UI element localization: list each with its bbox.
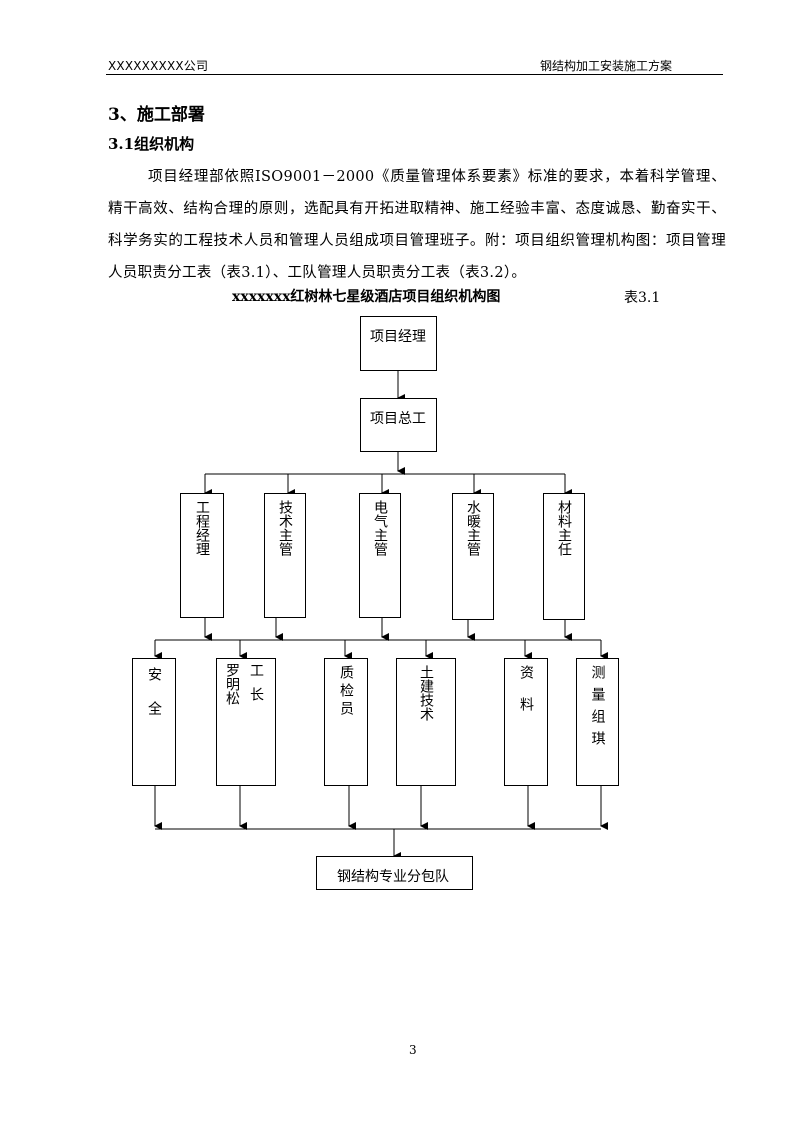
org-node-materials-director: 材料主任 bbox=[543, 493, 585, 620]
section-subheading: 3.1组织机构 bbox=[108, 135, 195, 153]
org-node-civil-technician: 土建技术 bbox=[396, 658, 456, 786]
org-chart-title: xxxxxxx红树林七星级酒店项目组织机构图 bbox=[232, 289, 501, 305]
org-node-technical-supervisor: 技术主管 bbox=[264, 493, 306, 618]
org-node-safety: 安全 bbox=[132, 658, 176, 786]
org-node-foreman: 罗明松 工长 bbox=[216, 658, 276, 786]
page-number: 3 bbox=[409, 1043, 417, 1057]
org-node-documentation: 资料 bbox=[504, 658, 548, 786]
org-chart-table-ref: 表3.1 bbox=[624, 290, 661, 306]
org-node-chief-engineer: 项目总工 bbox=[360, 398, 437, 452]
org-node-survey-team: 测量组琪 bbox=[576, 658, 619, 786]
org-node-plumbing-supervisor: 水暖主管 bbox=[452, 493, 494, 620]
org-node-electrical-supervisor: 电气主管 bbox=[359, 493, 401, 618]
header-divider bbox=[106, 74, 723, 75]
section-heading: 3、施工部署 bbox=[108, 105, 205, 125]
header-company: XXXXXXXXX公司 bbox=[108, 59, 209, 73]
header-doc-title: 钢结构加工安装施工方案 bbox=[540, 59, 673, 73]
org-node-project-manager: 项目经理 bbox=[360, 316, 437, 371]
org-node-engineering-manager: 工程经理 bbox=[180, 493, 224, 618]
body-paragraph: 项目经理部依照ISO9001－2000《质量管理体系要素》标准的要求，本着科学管… bbox=[108, 169, 726, 281]
org-node-quality-inspector: 质检员 bbox=[324, 658, 368, 786]
org-node-steel-subcontractor: 钢结构专业分包队 bbox=[316, 856, 473, 890]
